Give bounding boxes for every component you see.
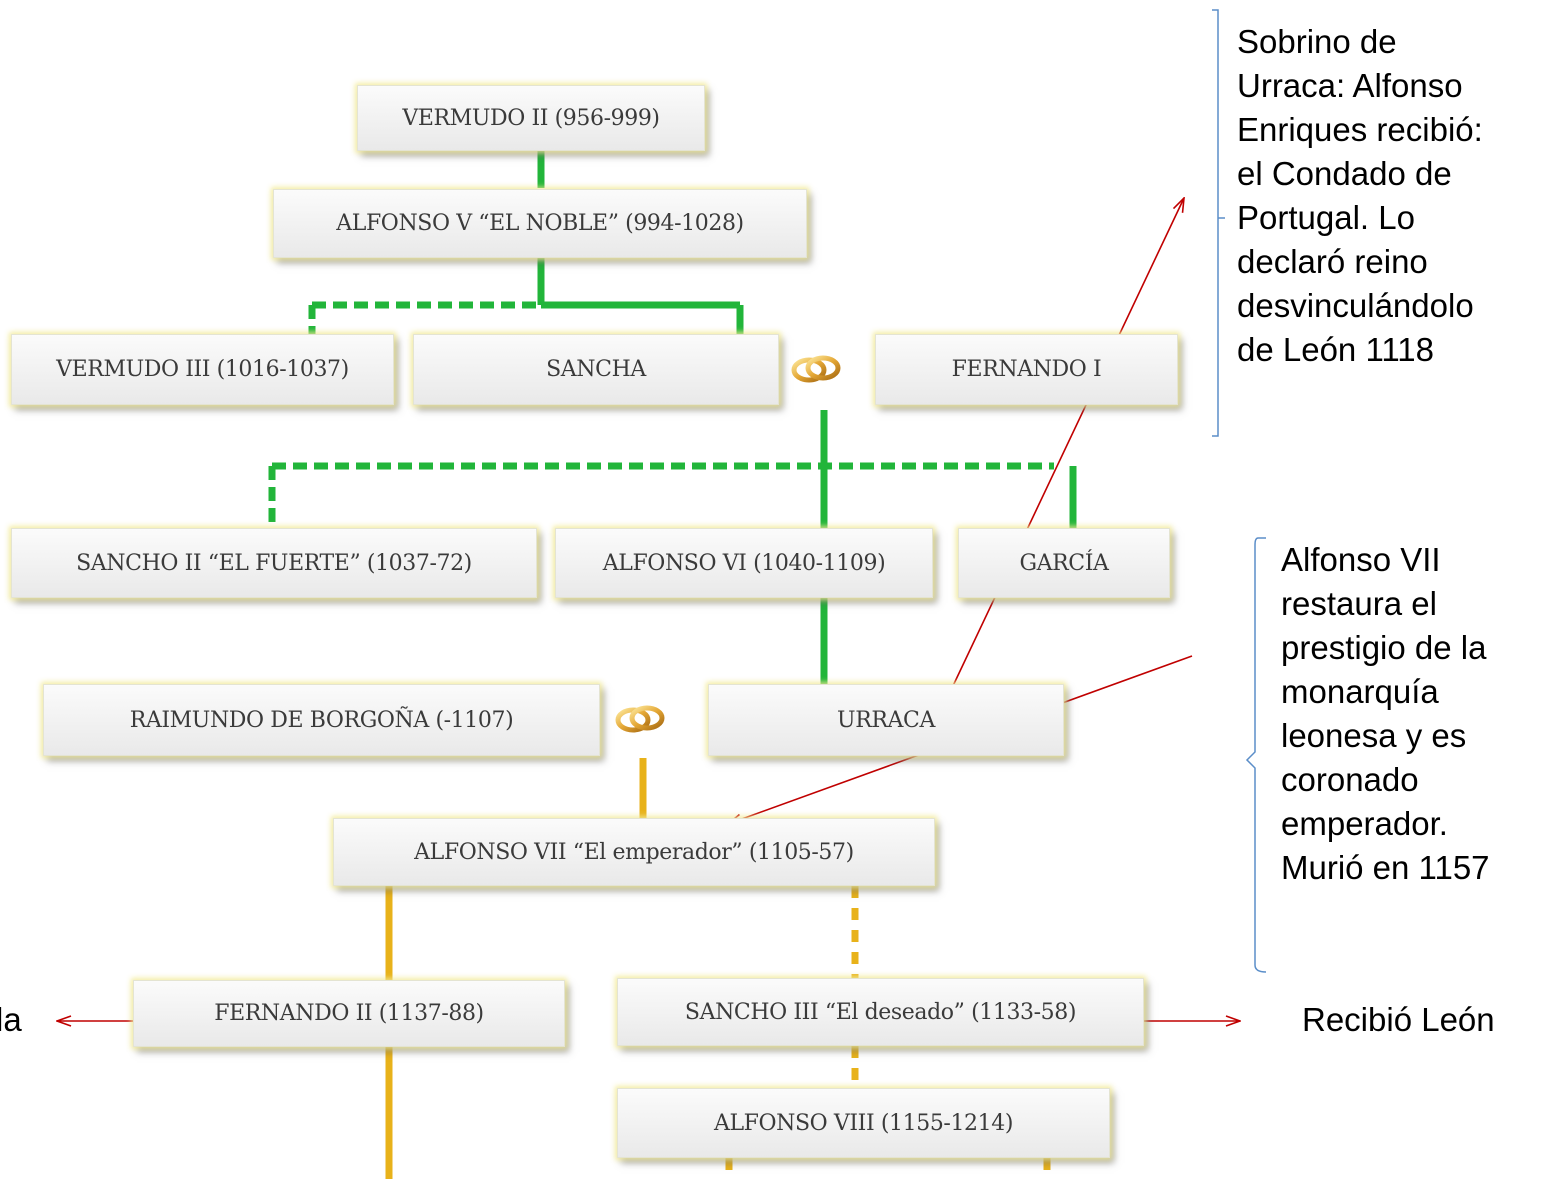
node-alfonso-vi: ALFONSO VI (1040-1109) [555,528,933,598]
annotation-line: prestigio de la [1281,629,1487,666]
annotation-line: leonesa y es [1281,717,1467,754]
annotation-line: emperador. [1281,805,1448,842]
annotation-line: coronado [1281,761,1419,798]
node-urraca: URRACA [708,684,1064,756]
annotation-line: de León 1118 [1237,331,1434,368]
node-vermudo-ii: VERMUDO II (956-999) [357,85,705,151]
node-garcia: GARCÍA [958,528,1170,598]
annotation-line: declaró reino [1237,243,1428,280]
node-alfonso-v: ALFONSO V “EL NOBLE” (994-1028) [273,189,807,258]
annotation-line: Sobrino de [1237,23,1397,60]
node-alfonso-viii: ALFONSO VIII (1155-1214) [617,1088,1110,1158]
annotation-sobrino-de-urraca: Sobrino de Urraca: Alfonso Enriques reci… [1237,20,1483,372]
annotation-alfonso-vii: Alfonso VII restaura el prestigio de la … [1281,538,1490,890]
node-fernando-ii: FERNANDO II (1137-88) [133,980,565,1047]
node-alfonso-vii: ALFONSO VII “El emperador” (1105-57) [333,818,935,886]
node-sancho-ii: SANCHO II “EL FUERTE” (1037-72) [11,528,537,598]
annotation-line: desvinculándolo [1237,287,1474,324]
node-raimundo: RAIMUNDO DE BORGOÑA (-1107) [43,684,600,756]
annotation-line: monarquía [1281,673,1439,710]
annotation-line: Urraca: Alfonso [1237,67,1463,104]
annotation-left-edge: la [0,1001,22,1038]
bracket-alfonso-vii [1245,537,1267,973]
annotation-line: Murió en 1157 [1281,849,1490,886]
annotation-line: Enriques recibió: [1237,111,1483,148]
wedding-rings-icon [791,355,841,383]
annotation-line: Portugal. Lo [1237,199,1415,236]
node-sancho-iii: SANCHO III “El deseado” (1133-58) [617,978,1144,1046]
bracket-sobrino [1212,9,1225,437]
wedding-rings-icon [615,705,665,733]
annotation-recibio-leon: Recibió León [1302,1001,1495,1038]
arrow-urraca-to-note [951,198,1184,689]
node-vermudo-iii: VERMUDO III (1016-1037) [11,334,394,405]
green-dashed-lines [268,301,1054,528]
node-fernando-i: FERNANDO I [875,334,1178,405]
annotation-line: el Condado de [1237,155,1452,192]
red-arrows [57,198,1240,1021]
node-sancha: SANCHA [413,334,779,405]
yellow-dashed-lines [725,886,1051,1179]
annotation-brackets [1212,9,1267,973]
yellow-solid-lines [385,758,647,1179]
annotation-line: Alfonso VII [1281,541,1441,578]
annotation-line: restaura el [1281,585,1437,622]
